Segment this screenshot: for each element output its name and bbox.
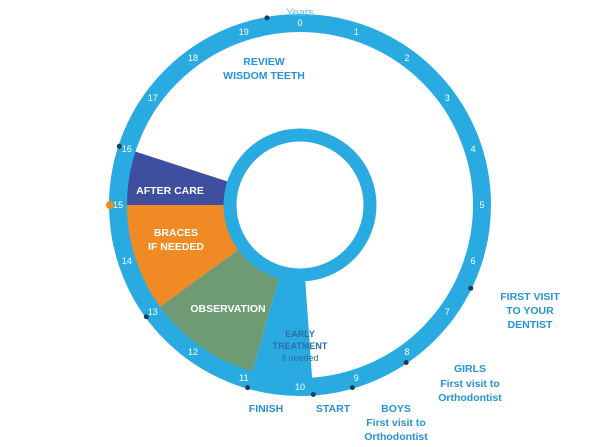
finish-label: FINISH	[249, 403, 283, 415]
early-treatment-segment	[251, 272, 313, 382]
years-title: Years	[286, 7, 314, 19]
year-number-9: 9	[354, 373, 359, 383]
year-number-18: 18	[188, 53, 198, 63]
start-dot	[310, 392, 316, 397]
year-number-17: 17	[148, 93, 158, 103]
observation-segment	[157, 246, 281, 375]
year-number-15: 15	[113, 200, 123, 210]
review-callout-line2: WISDOM TEETH	[223, 70, 305, 82]
year-number-4: 4	[471, 144, 476, 154]
year-number-12: 12	[188, 347, 198, 357]
inner-ring	[223, 128, 377, 282]
boys-callout-line2: Orthodontist	[364, 431, 428, 443]
braces-label-line1: BRACES	[154, 227, 198, 239]
boys-callout-title: BOYS	[381, 403, 411, 415]
after-care-start-dot	[116, 143, 122, 149]
year-number-5: 5	[479, 200, 484, 210]
braces-segment	[123, 205, 244, 309]
year-number-19: 19	[239, 27, 249, 37]
year-number-16: 16	[122, 144, 132, 154]
after-care-segment	[123, 150, 234, 205]
year-number-10: 10	[295, 382, 305, 392]
review-dot	[264, 15, 270, 21]
milestone-dots	[106, 15, 474, 397]
early-treatment-label-line3: if needed	[281, 353, 318, 363]
finish-dot	[245, 385, 251, 391]
braces-label-line2: IF NEEDED	[148, 241, 204, 253]
year-number-2: 2	[404, 53, 409, 63]
start-label: START	[316, 403, 351, 415]
year-number-7: 7	[445, 307, 450, 317]
girls-callout-line2: Orthodontist	[438, 392, 502, 404]
year-number-14: 14	[122, 256, 132, 266]
year-number-3: 3	[445, 93, 450, 103]
year-number-11: 11	[239, 373, 248, 383]
observation-label: OBSERVATION	[190, 303, 265, 315]
years-ring	[109, 14, 491, 396]
year-number-8: 8	[404, 347, 409, 357]
early-treatment-label-line1: EARLY	[285, 329, 315, 339]
early-treatment-label-line2: TREATMENT	[273, 341, 328, 351]
first-visit-callout-line2: TO YOUR	[506, 305, 554, 317]
first-visit-callout-line3: DENTIST	[508, 319, 554, 331]
year-number-13: 13	[148, 307, 158, 317]
after-care-label: AFTER CARE	[136, 185, 204, 197]
year-number-1: 1	[354, 27, 359, 37]
girls-dot	[403, 360, 409, 365]
girls-callout-title: GIRLS	[454, 363, 486, 375]
inner-ring-center	[230, 135, 370, 275]
girls-callout-line1: First visit to	[440, 378, 500, 390]
first-visit-dot	[468, 285, 474, 291]
year-number-6: 6	[471, 256, 476, 266]
year-number-0: 0	[297, 18, 302, 28]
boys-callout-line1: First visit to	[366, 417, 426, 429]
boys-dot	[349, 385, 355, 391]
first-visit-callout-line1: FIRST VISIT	[500, 291, 560, 303]
observation-start-dot	[143, 314, 149, 320]
review-callout-line1: REVIEW	[243, 56, 285, 68]
braces-start-dot	[106, 201, 114, 209]
